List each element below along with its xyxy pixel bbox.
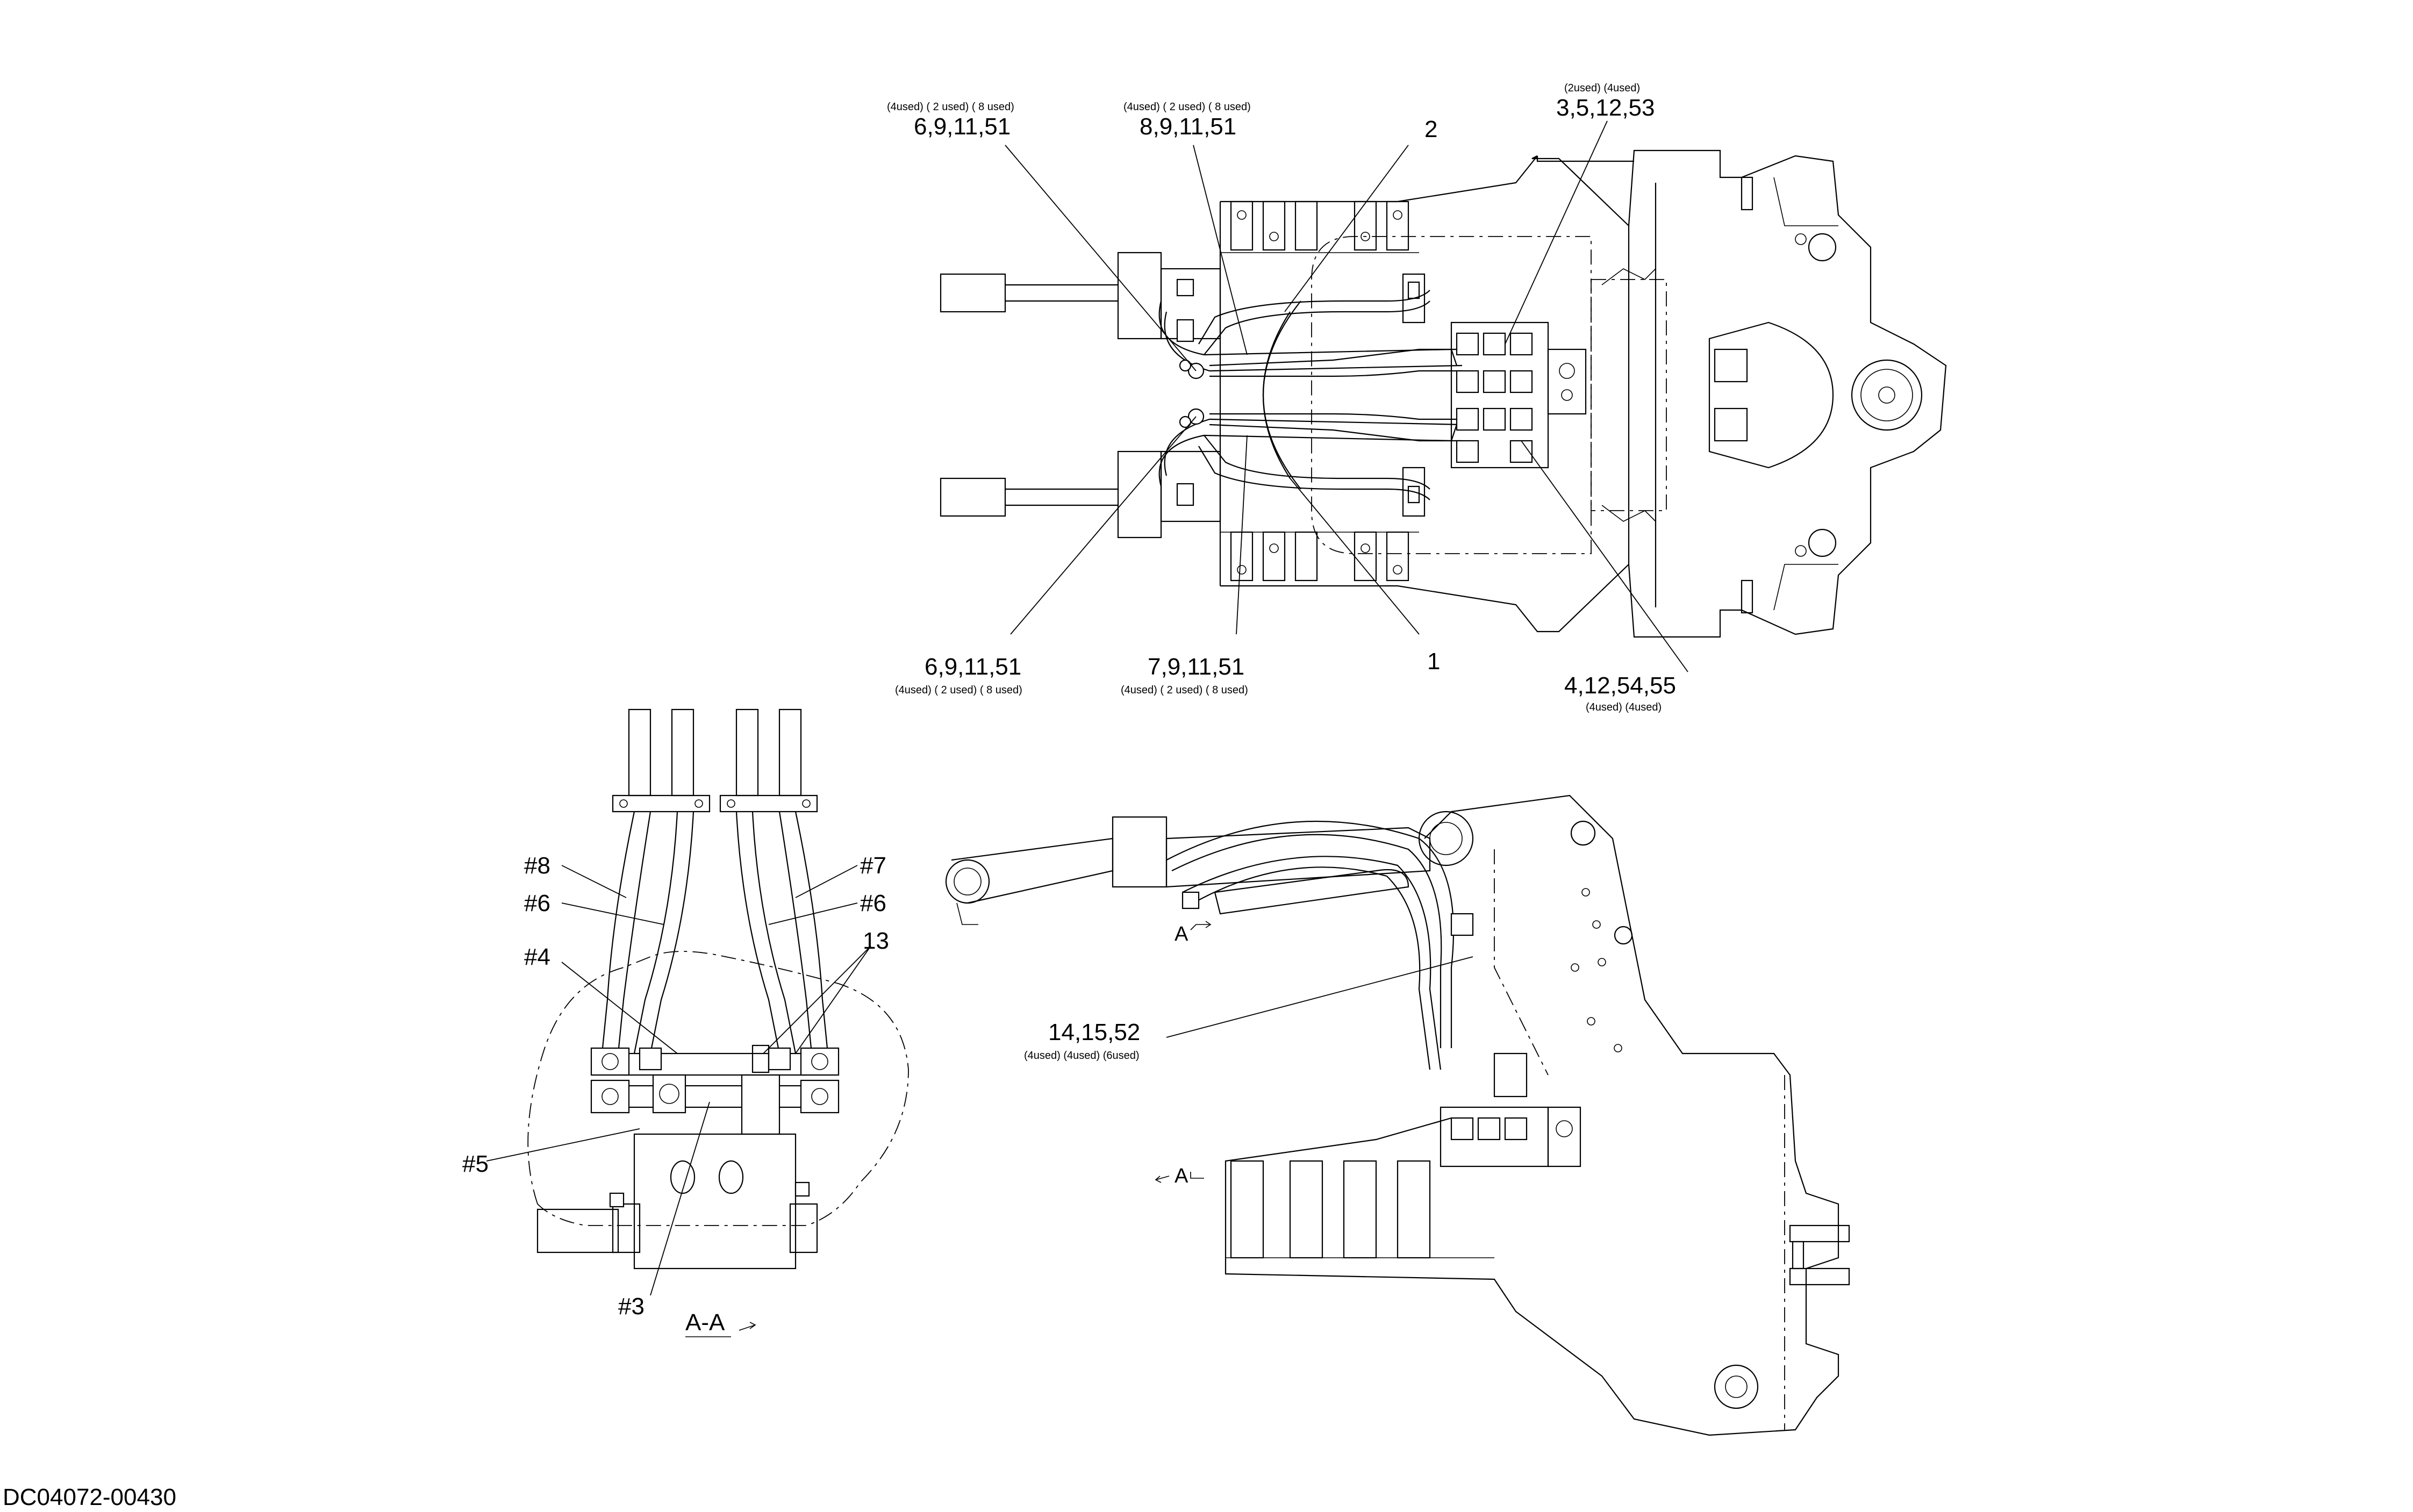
callout-qty-bottom-left: (4used) ( 2 used) ( 8 used) [895, 684, 1022, 696]
label-hose-3: #3 [618, 1293, 645, 1320]
callout-parts-bottom-left: 6,9,11,51 [925, 654, 1021, 680]
callout-qty-top-right: (2used) (4used) [1564, 82, 1640, 94]
label-part-13: 13 [863, 928, 889, 954]
top-view-drawing [940, 149, 1947, 638]
callout-qty-bottom-right: (4used) (4used) [1586, 701, 1662, 713]
callout-qty-top-left: (4used) ( 2 used) ( 8 used) [887, 101, 1014, 113]
callout-qty-side: (4used) (4used) (6used) [1024, 1050, 1140, 1062]
callout-qty-bottom-mid: (4used) ( 2 used) ( 8 used) [1121, 684, 1248, 696]
top-view-callouts: (4used) ( 2 used) ( 8 used) 6,9,11,51 (4… [887, 82, 1676, 713]
section-label: A-A [685, 1309, 725, 1336]
label-hose-5: #5 [462, 1151, 489, 1177]
label-hose-6-right: #6 [860, 890, 886, 916]
side-view-drawing [945, 794, 1850, 1436]
top-view-leaders [1005, 120, 1688, 672]
callout-parts-top-mid: 8,9,11,51 [1140, 113, 1236, 140]
callout-parts-top-right: 3,5,12,53 [1556, 95, 1655, 121]
callout-part-1: 1 [1427, 648, 1440, 675]
callout-parts-bottom-right: 4,12,54,55 [1564, 672, 1676, 699]
section-mark-lower: A [1175, 1165, 1188, 1187]
section-view-labels: #8 #6 #4 #5 #3 #7 #6 13 A-A [462, 852, 889, 1337]
label-hose-8: #8 [524, 852, 550, 879]
callout-part-2: 2 [1424, 116, 1437, 142]
callout-parts-top-left: 6,9,11,51 [914, 113, 1011, 140]
section-view-drawing [527, 708, 909, 1270]
section-mark-upper: A [1175, 923, 1188, 945]
callout-parts-side: 14,15,52 [1048, 1019, 1140, 1045]
drawing-id: DC04072-00430 [3, 1484, 176, 1510]
label-hose-7: #7 [860, 852, 886, 879]
callout-parts-bottom-mid: 7,9,11,51 [1148, 654, 1244, 680]
label-hose-6-left: #6 [524, 890, 550, 916]
callout-qty-top-mid: (4used) ( 2 used) ( 8 used) [1123, 101, 1251, 113]
section-view-leaders [486, 865, 871, 1296]
label-hose-4: #4 [524, 944, 550, 970]
side-view-labels: 14,15,52 (4used) (4used) (6used) A A [1024, 921, 1473, 1187]
